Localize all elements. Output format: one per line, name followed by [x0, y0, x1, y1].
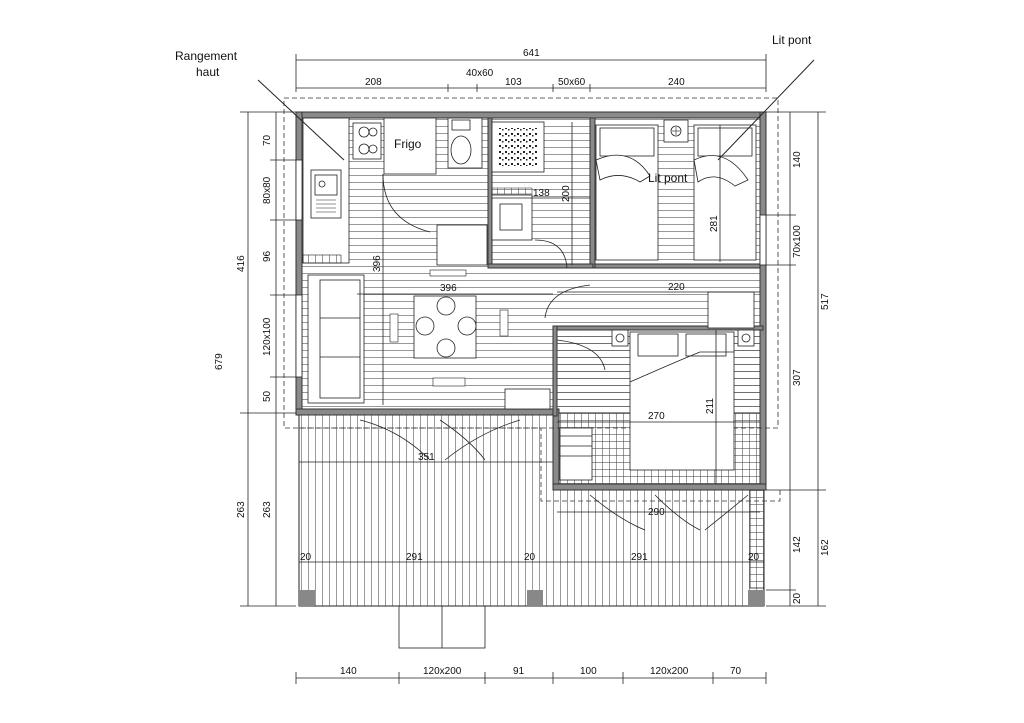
top-dim-1: 208 [365, 77, 382, 88]
kitchen: Frigo [302, 117, 488, 266]
svg-text:396: 396 [372, 255, 383, 272]
top-dim-3: 103 [505, 77, 522, 88]
svg-text:70: 70 [730, 666, 742, 677]
living-dining [307, 269, 606, 410]
svg-text:120x200: 120x200 [650, 666, 689, 677]
top-dim-4: 50x60 [558, 77, 586, 88]
svg-text:96: 96 [262, 250, 273, 262]
top-dim-5: 240 [668, 77, 685, 88]
svg-text:120x100: 120x100 [262, 317, 273, 356]
rangement-label-1: Rangement [175, 49, 238, 63]
svg-text:100: 100 [580, 666, 597, 677]
svg-text:200: 200 [561, 185, 572, 202]
terrace-doors [295, 159, 767, 531]
exterior-walls [295, 111, 767, 491]
sink-icon [310, 169, 342, 219]
svg-text:291: 291 [406, 552, 423, 563]
top-dim-2: 40x60 [466, 68, 494, 79]
top-dimensions: 641 208 40x60 103 50x60 240 [295, 48, 767, 92]
svg-text:162: 162 [820, 539, 831, 556]
svg-text:220: 220 [668, 282, 685, 293]
svg-text:263: 263 [262, 501, 273, 518]
rangement-label-2: haut [196, 65, 220, 79]
left-total-dim: 679 [214, 353, 225, 370]
svg-text:80x80: 80x80 [262, 176, 273, 204]
interior-dimensions: 396 396 138 200 281 220 270 211 351 290 … [299, 122, 764, 563]
svg-text:270: 270 [648, 411, 665, 422]
left-lower-dim: 263 [236, 501, 247, 518]
left-dimensions: 679 416 263 70 80x80 96 120x100 50 263 [214, 111, 296, 607]
svg-text:91: 91 [513, 666, 525, 677]
lit-pont-room-label: Lit pont [648, 171, 688, 185]
roof-outline [283, 97, 779, 429]
washbasin-icon [499, 203, 523, 231]
svg-text:396: 396 [440, 283, 457, 294]
svg-text:140: 140 [340, 666, 357, 677]
chair-icon [436, 296, 456, 316]
svg-text:20: 20 [524, 552, 536, 563]
lamp-icon [670, 125, 682, 137]
svg-text:291: 291 [631, 552, 648, 563]
fridge-label: Frigo [394, 137, 422, 151]
svg-text:142: 142 [792, 536, 803, 553]
toilet [447, 117, 483, 169]
toilet-icon [450, 135, 472, 165]
bedroom-2 [559, 291, 755, 481]
sofa [307, 274, 365, 404]
shelving [559, 427, 593, 481]
nightstand-2 [611, 329, 629, 347]
svg-text:20: 20 [748, 552, 760, 563]
svg-text:351: 351 [418, 452, 435, 463]
kitchen-cabinet [436, 224, 488, 266]
left-upper-dim: 416 [236, 255, 247, 272]
right-total-dim: 517 [820, 293, 831, 310]
right-dimensions: 140 70x100 307 142 517 162 20 [766, 111, 831, 607]
terrace-outline [299, 427, 781, 502]
svg-text:211: 211 [705, 398, 716, 414]
svg-text:307: 307 [792, 369, 803, 386]
shower-drain-icon [499, 128, 537, 166]
svg-text:50: 50 [262, 390, 273, 402]
svg-text:138: 138 [533, 188, 550, 199]
bottom-dimensions: 140 120x200 91 100 120x200 70 [295, 666, 767, 684]
bedroom-1: Lit pont [595, 119, 757, 261]
wardrobe [707, 291, 755, 329]
top-total-dim: 641 [523, 48, 540, 59]
svg-text:70: 70 [262, 134, 273, 146]
svg-text:70x100: 70x100 [792, 225, 803, 258]
bathroom [447, 117, 568, 269]
svg-text:290: 290 [648, 507, 665, 518]
lit-pont-callout: Lit pont [772, 33, 812, 47]
svg-text:20: 20 [792, 592, 803, 604]
svg-text:140: 140 [792, 151, 803, 168]
pillow [599, 127, 655, 157]
washbasin [491, 194, 533, 241]
svg-text:20: 20 [300, 552, 312, 563]
svg-text:120x200: 120x200 [423, 666, 462, 677]
fridge [383, 117, 437, 175]
svg-text:281: 281 [709, 215, 720, 232]
